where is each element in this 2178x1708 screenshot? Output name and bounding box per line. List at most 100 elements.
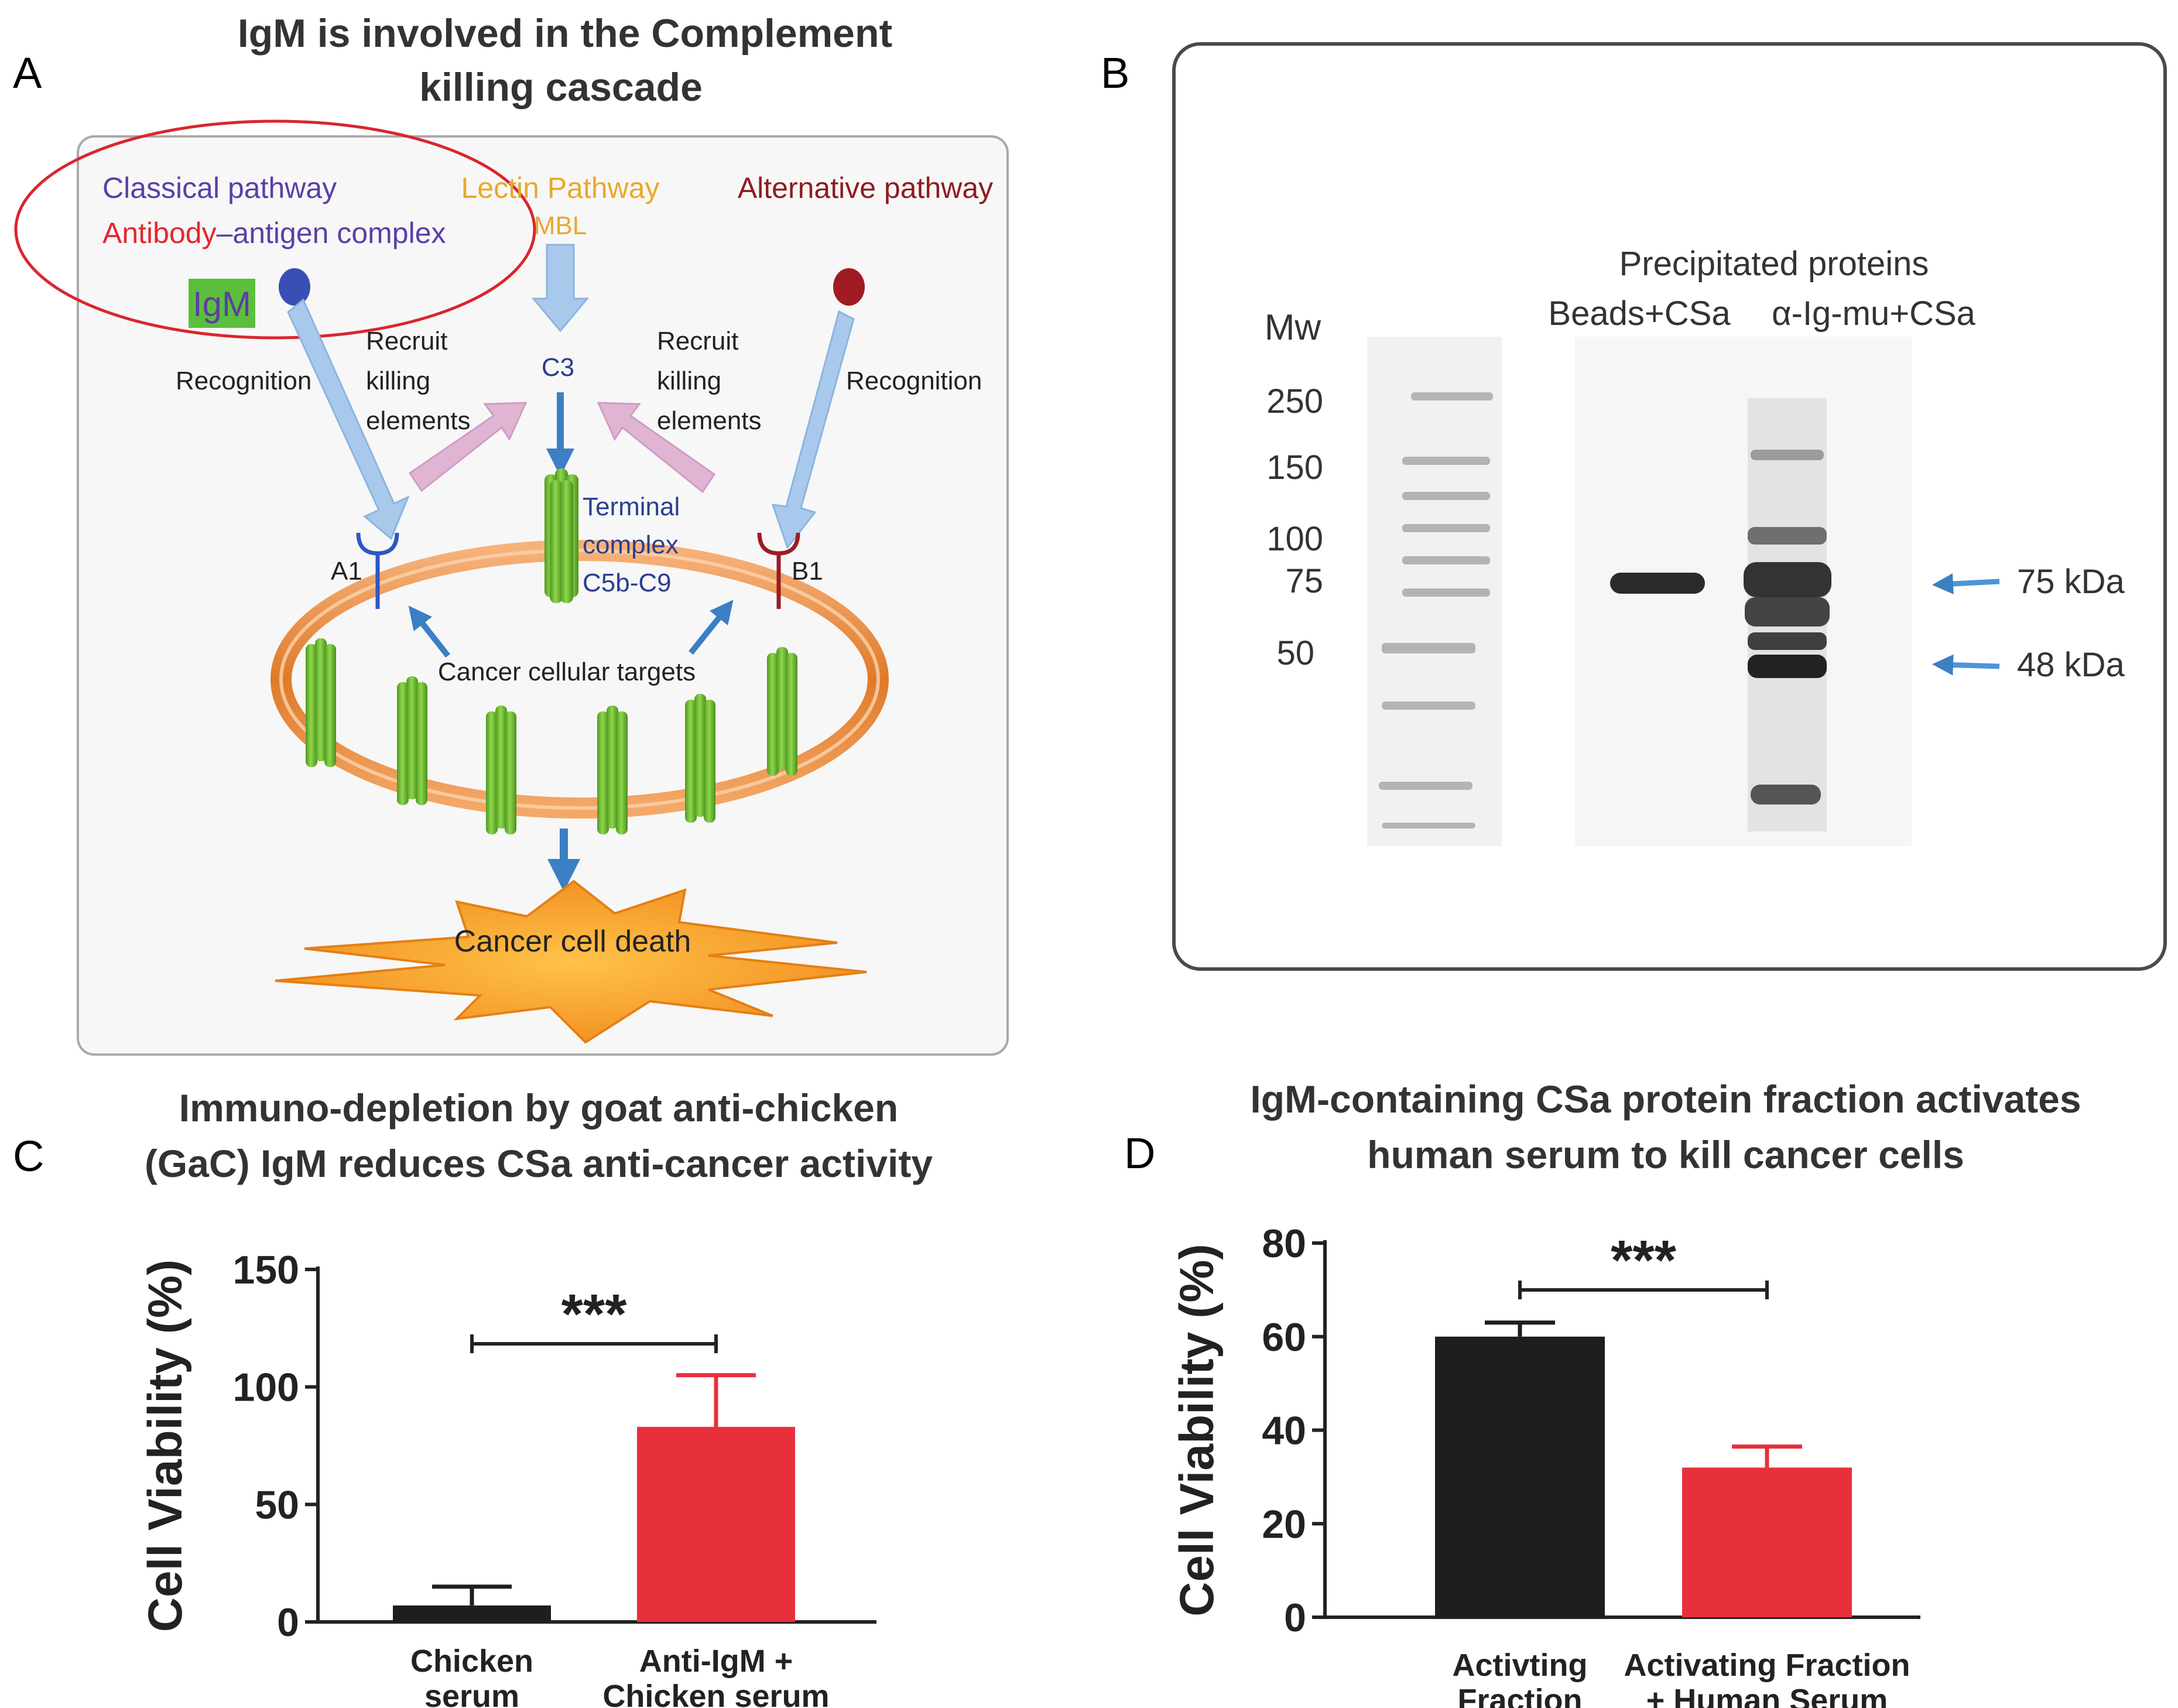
panel-d-title-line1: IgM-containing CSa protein fraction acti… — [1250, 1077, 2081, 1121]
classical-pathway-label: Classical pathway — [102, 172, 337, 204]
antibody-antigen-label: Antibody–antigen complex — [102, 217, 446, 249]
panel-b: B Precipitated proteins Beads+CSa α-Ig-m… — [1101, 42, 2167, 971]
c3-label: C3 — [542, 353, 574, 382]
bar — [1435, 1336, 1605, 1617]
bar — [393, 1605, 551, 1622]
y-tick-label: 50 — [255, 1483, 299, 1527]
y-tick-label: 20 — [1262, 1502, 1306, 1546]
significance-stars: *** — [1611, 1229, 1677, 1292]
recruit-arrow-right — [597, 402, 716, 494]
diagram-frame — [77, 135, 1009, 1056]
bar — [1682, 1467, 1852, 1617]
recruit-left-line2: killing — [366, 367, 430, 395]
recruit-right-line3: elements — [657, 406, 762, 435]
terminal-complex-cylinders — [544, 468, 578, 603]
lectin-arrow — [531, 244, 590, 333]
mw-150: 150 — [1266, 449, 1323, 487]
recognition-label-right: Recognition — [846, 367, 982, 395]
recruit-right-line2: killing — [657, 367, 721, 395]
ring-highlight — [279, 549, 880, 810]
antiigmu-lane-bands — [1744, 398, 1831, 831]
y-tick-label: 0 — [1284, 1596, 1306, 1640]
ladder-bands — [1379, 392, 1493, 829]
lane-antiigmu-label: α-Ig-mu+CSa — [1772, 295, 1976, 333]
igm-label: IgM — [193, 285, 251, 324]
alternative-dot — [833, 268, 865, 306]
panel-b-letter: B — [1101, 49, 1129, 97]
y-tick-label: 80 — [1262, 1221, 1306, 1266]
recognition-arrow-right — [771, 310, 855, 550]
arrow-48kda — [1932, 654, 2000, 676]
membrane-protein-cylinders — [306, 638, 797, 834]
x-category-label: Fraction — [1457, 1683, 1582, 1708]
y-tick-label: 40 — [1262, 1409, 1306, 1453]
receptor-b1 — [757, 532, 800, 609]
antigen-complex-word: –antigen complex — [217, 217, 446, 249]
mw-250: 250 — [1266, 382, 1323, 420]
classical-highlight-ellipse — [14, 119, 536, 340]
cancer-death-label: Cancer cell death — [454, 925, 691, 959]
terminal-line2: complex — [583, 530, 679, 559]
label-75kda: 75 kDa — [2017, 563, 2125, 601]
x-category-label: Anti-IgM + — [639, 1644, 793, 1679]
panel-a-title-line2: killing cascade — [419, 65, 703, 109]
cancer-targets-label: Cancer cellular targets — [438, 658, 696, 686]
y-tick-label: 60 — [1262, 1315, 1306, 1360]
b1-label: B1 — [792, 557, 823, 586]
x-category-label: Chicken serum — [602, 1679, 829, 1708]
panel-a: A IgM is involved in the Complement kill… — [13, 11, 1009, 1056]
antibody-dot — [279, 268, 310, 306]
y-tick-label: 0 — [277, 1600, 299, 1645]
lectin-pathway-label: Lectin Pathway — [461, 172, 659, 204]
recruit-left-line3: elements — [366, 406, 471, 435]
panel-c-title-line2: (GaC) IgM reduces CSa anti-cancer activi… — [145, 1142, 933, 1185]
x-category-label: Chicken — [410, 1644, 533, 1679]
y-tick-label: 100 — [233, 1365, 299, 1410]
bar — [637, 1426, 795, 1622]
panel-d-letter: D — [1124, 1129, 1155, 1178]
panel-d-title-line2: human serum to kill cancer cells — [1367, 1133, 1964, 1176]
arrow-75kda — [1932, 573, 2000, 595]
recruit-arrow-left — [408, 402, 528, 492]
alternative-pathway-label: Alternative pathway — [738, 172, 993, 204]
terminal-line1: Terminal — [583, 492, 680, 521]
x-category-label: serum — [424, 1679, 519, 1708]
cancer-death-star — [275, 879, 867, 1044]
recruit-right-line1: Recruit — [657, 327, 738, 355]
target-arrow-left — [408, 605, 450, 658]
mbl-label: MBL — [534, 211, 587, 240]
panel-a-letter: A — [13, 49, 42, 97]
panel-a-title-line1: IgM is involved in the Complement — [238, 11, 892, 56]
recognition-label-left: Recognition — [176, 367, 311, 395]
panel-c-title-line1: Immuno-depletion by goat anti-chicken — [179, 1086, 898, 1129]
receptor-a1 — [356, 532, 399, 609]
mw-75: 75 — [1285, 562, 1323, 600]
x-category-label: Activting — [1452, 1648, 1587, 1683]
antibody-word: Antibody — [102, 217, 217, 249]
y-tick-label: 150 — [233, 1248, 299, 1292]
terminal-line3: C5b-C9 — [583, 569, 672, 597]
recognition-arrow-left — [287, 298, 410, 540]
target-arrow-right — [689, 600, 734, 655]
mw-50: 50 — [1276, 634, 1314, 672]
a1-label: A1 — [331, 557, 362, 586]
band-75kda-beads — [1610, 573, 1705, 594]
lane-beads-label: Beads+CSa — [1548, 295, 1731, 333]
precipitated-label: Precipitated proteins — [1619, 245, 1929, 283]
x-category-label: Activating Fraction — [1624, 1648, 1910, 1683]
y-axis-title: Cell Viability (%) — [1170, 1244, 1224, 1616]
x-category-label: + Human Serum — [1646, 1683, 1888, 1708]
label-48kda: 48 kDa — [2017, 646, 2125, 684]
recruit-left-line1: Recruit — [366, 327, 447, 355]
significance-stars: *** — [561, 1283, 627, 1346]
panel-d: D IgM-containing CSa protein fraction ac… — [1124, 1077, 2081, 1708]
mw-label: Mw — [1265, 307, 1321, 348]
panel-c: C Immuno-depletion by goat anti-chicken … — [13, 1086, 933, 1708]
mw-100: 100 — [1266, 520, 1323, 558]
y-axis-title: Cell Viability (%) — [139, 1259, 192, 1632]
panel-c-letter: C — [13, 1132, 44, 1180]
igm-label-box — [189, 279, 255, 328]
